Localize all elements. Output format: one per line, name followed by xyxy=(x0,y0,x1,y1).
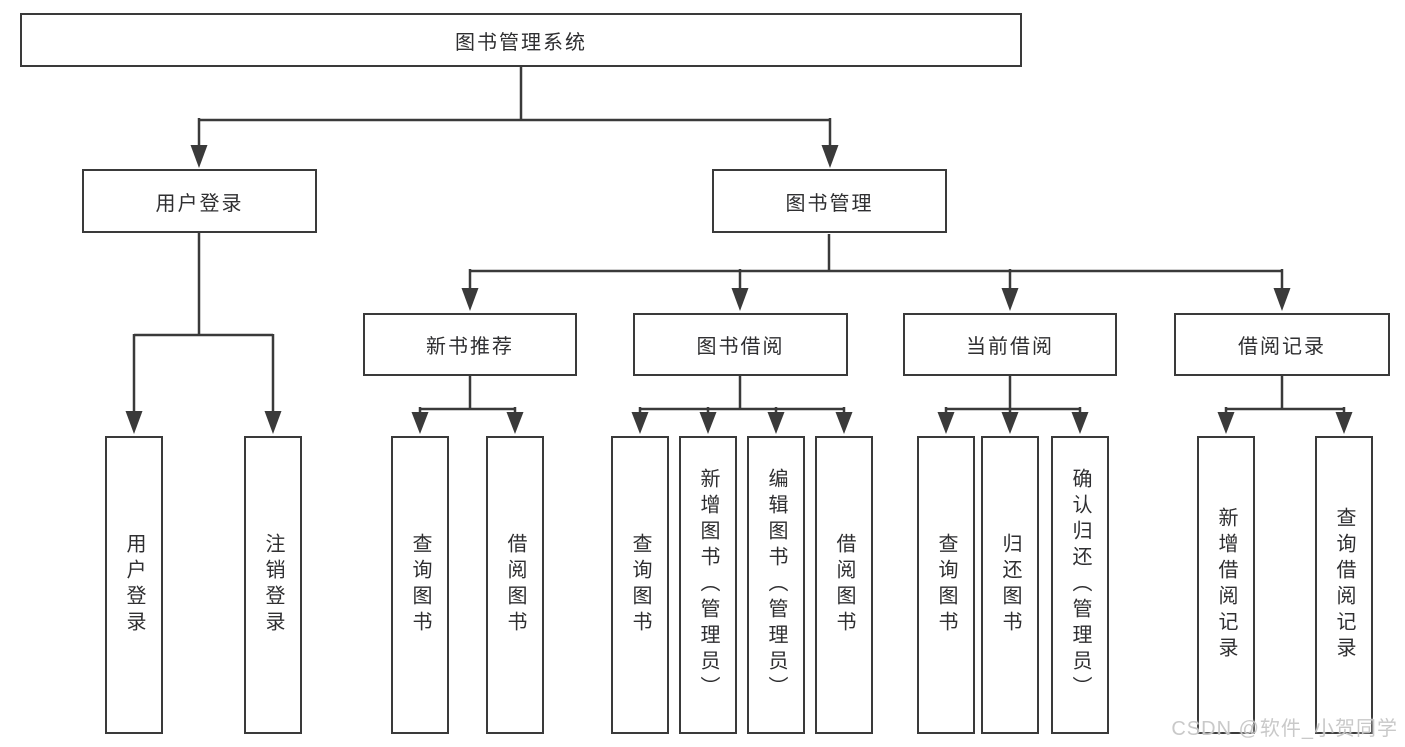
leaf-records-query: 查询借阅记录 xyxy=(1315,436,1373,734)
leaf-borrow-edit: 编辑图书（管理员） xyxy=(747,436,805,734)
leaf-current-return: 归还图书 xyxy=(981,436,1039,734)
node-book-mgmt-label: 图书管理 xyxy=(785,192,874,215)
leaf-label: 查询图书 xyxy=(935,533,957,637)
node-borrow-records-label: 借阅记录 xyxy=(1238,336,1326,358)
node-new-books-label: 新书推荐 xyxy=(426,336,514,358)
leaf-borrow-borrow: 借阅图书 xyxy=(815,436,873,734)
leaf-label: 编辑图书（管理员） xyxy=(765,468,787,702)
leaf-user-login: 用户登录 xyxy=(105,436,163,734)
node-borrow-records: 借阅记录 xyxy=(1174,313,1390,376)
leaf-label: 查询图书 xyxy=(629,533,651,637)
leaf-label: 用户登录 xyxy=(123,533,145,637)
leaf-label: 查询借阅记录 xyxy=(1333,507,1355,663)
connector-segments xyxy=(132,67,1346,414)
leaf-label: 新增图书（管理员） xyxy=(697,468,719,702)
leaf-logout: 注销登录 xyxy=(244,436,302,734)
leaf-label: 查询图书 xyxy=(409,533,431,637)
leaf-label: 归还图书 xyxy=(999,533,1021,637)
node-new-books: 新书推荐 xyxy=(363,313,577,376)
leaf-label: 借阅图书 xyxy=(504,533,526,637)
leaf-label: 确认归还（管理员） xyxy=(1069,468,1091,702)
leaf-label: 新增借阅记录 xyxy=(1215,507,1237,663)
leaf-newbooks-query: 查询图书 xyxy=(391,436,449,734)
arrowheads xyxy=(125,145,1353,434)
leaf-newbooks-borrow: 借阅图书 xyxy=(486,436,544,734)
leaf-label: 借阅图书 xyxy=(833,533,855,637)
leaf-borrow-query: 查询图书 xyxy=(611,436,669,734)
node-root: 图书管理系统 xyxy=(20,13,1022,67)
leaf-current-query: 查询图书 xyxy=(917,436,975,734)
leaf-borrow-add: 新增图书（管理员） xyxy=(679,436,737,734)
node-user-login-label: 用户登录 xyxy=(155,192,244,215)
node-current-borrow-label: 当前借阅 xyxy=(966,336,1054,358)
node-current-borrow: 当前借阅 xyxy=(903,313,1117,376)
node-root-label: 图书管理系统 xyxy=(455,31,587,54)
leaf-label: 注销登录 xyxy=(262,533,284,637)
node-book-borrow: 图书借阅 xyxy=(633,313,848,376)
node-book-borrow-label: 图书借阅 xyxy=(696,336,785,358)
node-book-mgmt: 图书管理 xyxy=(712,169,947,233)
node-user-login: 用户登录 xyxy=(82,169,317,233)
leaf-records-add: 新增借阅记录 xyxy=(1197,436,1255,734)
leaf-current-confirm: 确认归还（管理员） xyxy=(1051,436,1109,734)
